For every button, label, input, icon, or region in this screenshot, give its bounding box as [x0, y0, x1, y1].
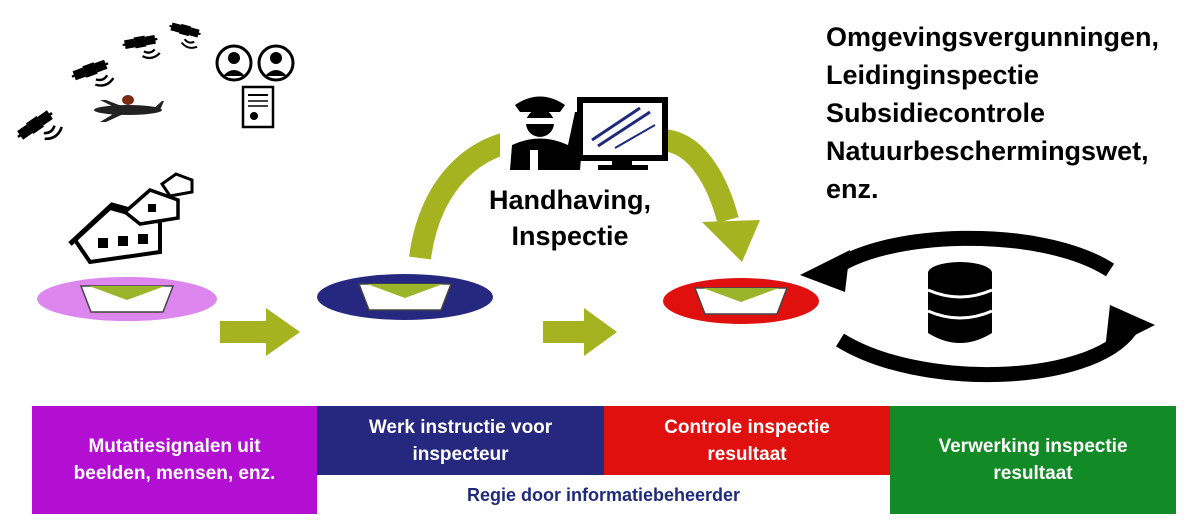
instruction-ellipse — [317, 274, 493, 320]
step-label: Werk instructie voor — [368, 416, 553, 438]
step-label: inspecteur — [412, 443, 509, 465]
satellite-icon — [120, 32, 162, 64]
use-case-item: Natuurbeschermingswet, — [826, 136, 1149, 166]
step-label: Controle inspectie — [664, 416, 830, 438]
step-label: resultaat — [993, 463, 1073, 484]
use-case-item: enz. — [826, 174, 879, 204]
houses-icon — [68, 172, 194, 265]
monitor-icon — [577, 97, 668, 170]
airplane-icon — [94, 95, 164, 122]
person-icon — [257, 44, 295, 82]
certificate-icon — [241, 85, 275, 129]
satellite-icon — [164, 20, 203, 51]
arrow-right-icon — [543, 308, 617, 356]
enforcement-label-line: Handhaving, — [488, 185, 651, 215]
enforcement-label: Handhaving, Inspectie — [470, 182, 670, 254]
step-label: Verwerking inspectie — [938, 436, 1128, 457]
step-label: Mutatiesignalen uit — [88, 436, 261, 457]
step-label: resultaat — [707, 443, 787, 465]
satellite-icon — [12, 106, 66, 156]
step-box-instruction: Werk instructie voor inspecteur — [317, 406, 604, 475]
control-ellipse — [663, 278, 819, 324]
regie-label: Regie door informatiebeheerder — [466, 485, 741, 505]
inspector-icon — [510, 96, 585, 170]
step-label: beelden, mensen, enz. — [73, 463, 276, 484]
step-box-control: Controle inspectie resultaat — [604, 406, 890, 475]
use-cases-list: Omgevingsvergunningen, Leidinginspectie … — [826, 18, 1159, 208]
person-icon — [215, 44, 253, 82]
arrow-right-icon — [220, 308, 300, 356]
signals-ellipse — [37, 277, 217, 321]
use-case-item: Omgevingsvergunningen, — [826, 22, 1160, 52]
step-box-signals: Mutatiesignalen uit beelden, mensen, enz. — [32, 406, 317, 514]
enforcement-label-line: Inspectie — [511, 221, 629, 251]
step-box-processing: Verwerking inspectie resultaat — [890, 406, 1176, 514]
database-icon — [927, 262, 993, 343]
use-case-item: Subsidiecontrole — [826, 98, 1046, 128]
cycle-arrows-icon — [800, 230, 1155, 383]
use-case-item: Leidinginspectie — [826, 60, 1040, 90]
satellite-icon — [68, 56, 116, 96]
